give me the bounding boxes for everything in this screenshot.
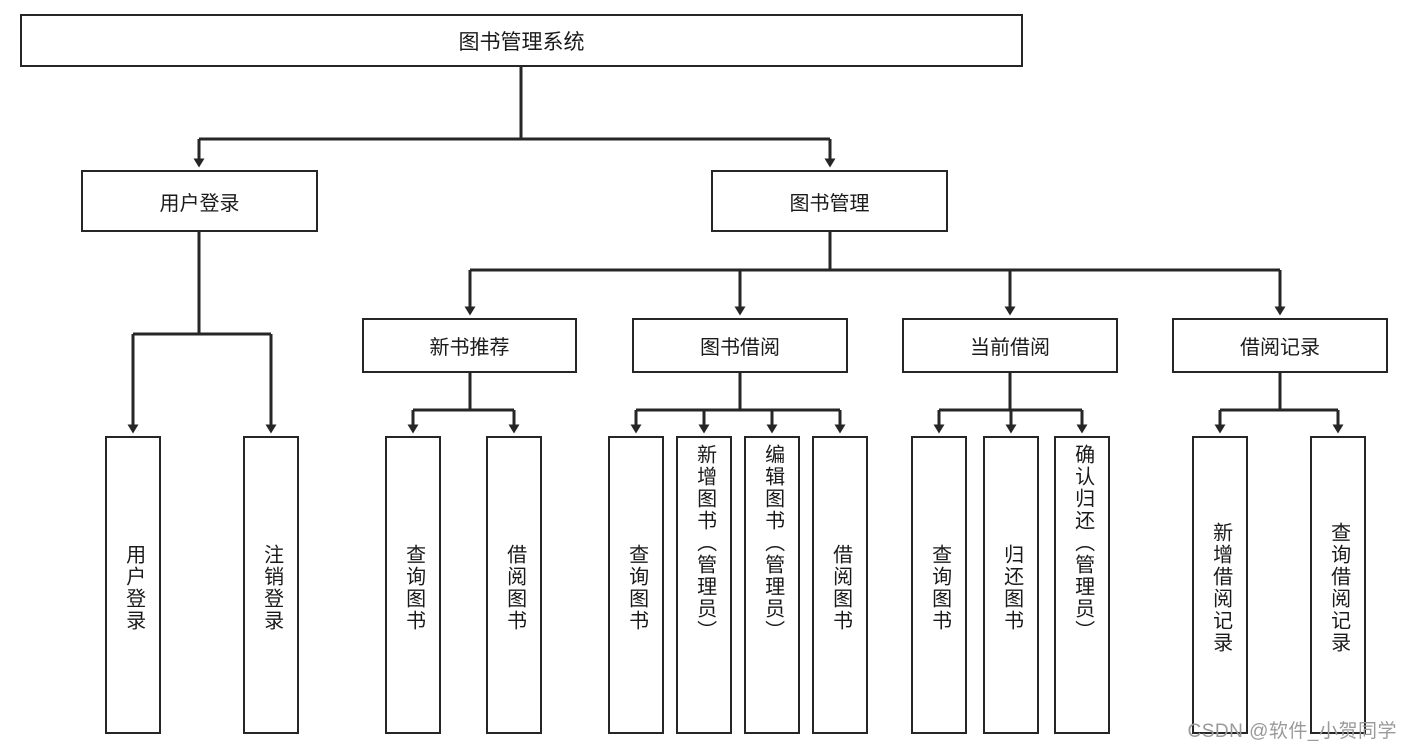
node-leaf-return-book[interactable]: 归还图书 bbox=[983, 436, 1039, 734]
node-leaf-query-book-b-label: 查询图书 bbox=[625, 544, 648, 632]
node-leaf-query-book-c[interactable]: 查询图书 bbox=[911, 436, 967, 734]
node-new-book-recommend[interactable]: 新书推荐 bbox=[362, 318, 577, 373]
node-current-borrow[interactable]: 当前借阅 bbox=[902, 318, 1118, 373]
node-root-label: 图书管理系统 bbox=[458, 30, 585, 54]
node-book-borrow-label: 图书借阅 bbox=[700, 337, 780, 359]
node-leaf-edit-book[interactable]: 编辑图书（管理员） bbox=[744, 436, 800, 734]
node-leaf-confirm-return-label: 确认归还（管理员） bbox=[1071, 444, 1094, 642]
node-leaf-query-book-b[interactable]: 查询图书 bbox=[608, 436, 664, 734]
node-user-login-label: 用户登录 bbox=[159, 192, 240, 215]
node-user-login[interactable]: 用户登录 bbox=[81, 170, 318, 232]
node-book-borrow[interactable]: 图书借阅 bbox=[632, 318, 848, 373]
node-leaf-return-book-label: 归还图书 bbox=[1000, 544, 1023, 632]
node-book-manage-label: 图书管理 bbox=[789, 192, 870, 215]
node-leaf-user-login[interactable]: 用户登录 bbox=[105, 436, 161, 734]
csdn-watermark: CSDN @软件_小贺同学 bbox=[1187, 721, 1397, 742]
node-book-manage[interactable]: 图书管理 bbox=[711, 170, 948, 232]
node-leaf-query-record[interactable]: 查询借阅记录 bbox=[1310, 436, 1366, 734]
node-leaf-user-login-label: 用户登录 bbox=[122, 544, 145, 632]
node-leaf-query-book-a[interactable]: 查询图书 bbox=[385, 436, 441, 734]
node-leaf-borrow-book-a-label: 借阅图书 bbox=[503, 544, 526, 632]
node-leaf-borrow-book-b-label: 借阅图书 bbox=[829, 544, 852, 632]
node-borrow-record-label: 借阅记录 bbox=[1240, 337, 1320, 359]
node-leaf-add-book-label: 新增图书（管理员） bbox=[693, 444, 716, 642]
node-leaf-query-record-label: 查询借阅记录 bbox=[1327, 522, 1350, 654]
node-leaf-query-book-c-label: 查询图书 bbox=[928, 544, 951, 632]
node-leaf-add-record-label: 新增借阅记录 bbox=[1209, 522, 1232, 654]
node-leaf-edit-book-label: 编辑图书（管理员） bbox=[761, 444, 784, 642]
node-root[interactable]: 图书管理系统 bbox=[20, 14, 1023, 67]
node-leaf-add-book[interactable]: 新增图书（管理员） bbox=[676, 436, 732, 734]
node-leaf-query-book-a-label: 查询图书 bbox=[402, 544, 425, 632]
node-new-book-recommend-label: 新书推荐 bbox=[429, 337, 510, 359]
node-leaf-logout-login-label: 注销登录 bbox=[260, 544, 283, 632]
node-leaf-confirm-return[interactable]: 确认归还（管理员） bbox=[1054, 436, 1110, 734]
node-leaf-borrow-book-a[interactable]: 借阅图书 bbox=[486, 436, 542, 734]
node-borrow-record[interactable]: 借阅记录 bbox=[1172, 318, 1388, 373]
node-leaf-logout-login[interactable]: 注销登录 bbox=[243, 436, 299, 734]
node-leaf-borrow-book-b[interactable]: 借阅图书 bbox=[812, 436, 868, 734]
node-current-borrow-label: 当前借阅 bbox=[970, 337, 1050, 359]
node-leaf-add-record[interactable]: 新增借阅记录 bbox=[1192, 436, 1248, 734]
